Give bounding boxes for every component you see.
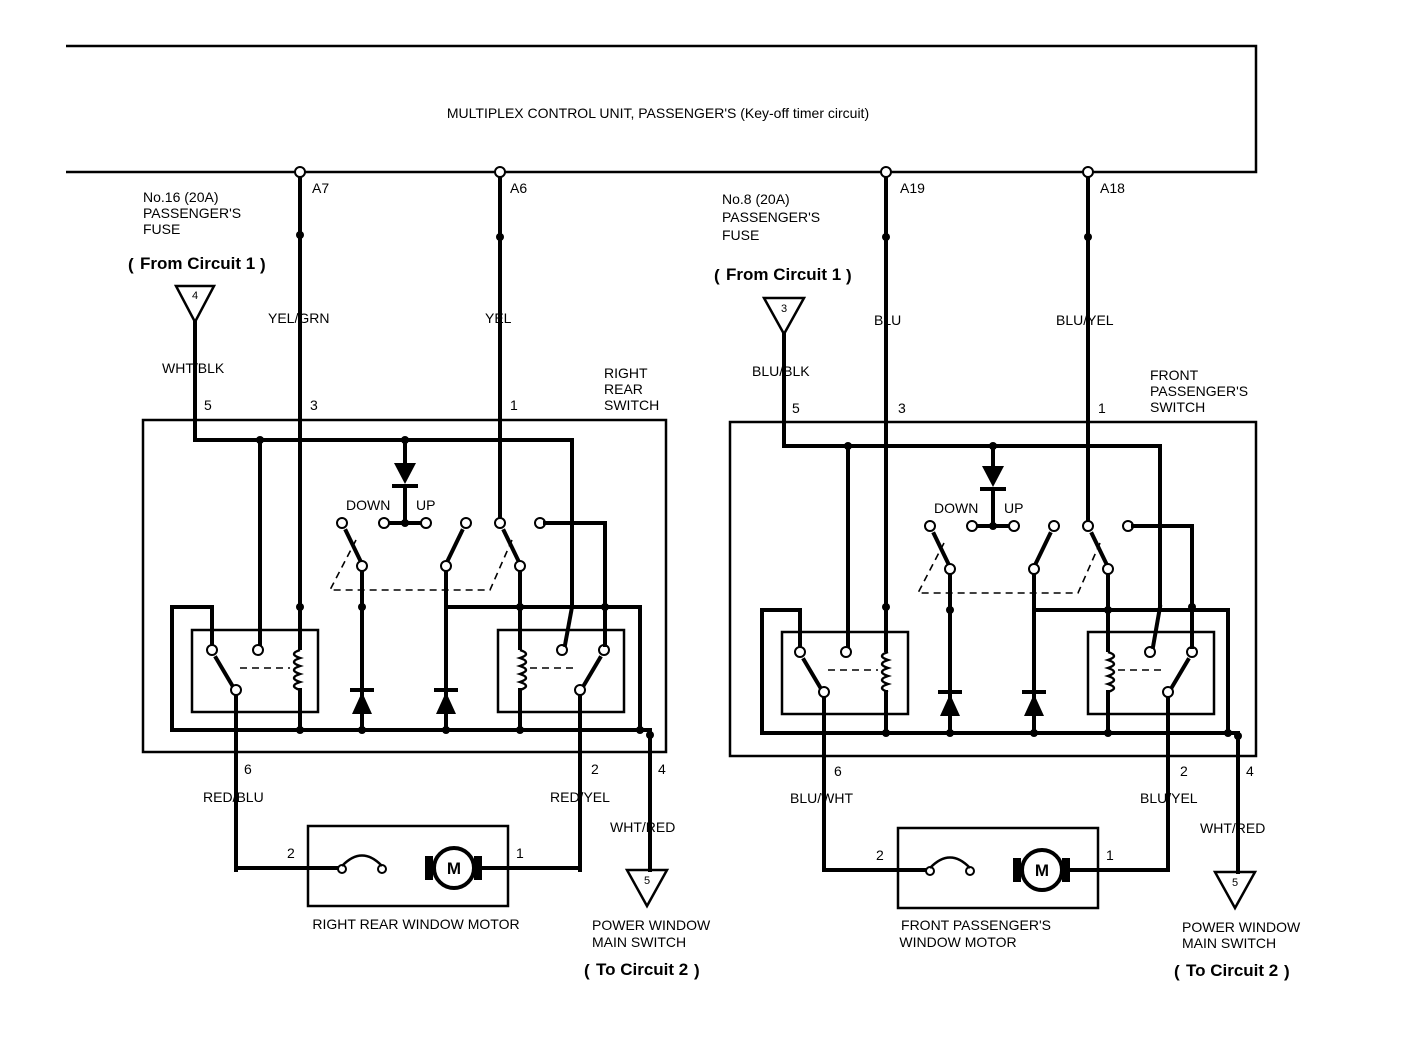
from-circuit-text: From Circuit 1 bbox=[726, 265, 841, 284]
terminal-a18: A18 bbox=[1100, 180, 1125, 196]
terminal-a7-pin bbox=[294, 166, 306, 178]
fuse-connector-triangle bbox=[761, 296, 807, 337]
fuse-label: FUSE bbox=[722, 227, 759, 243]
terminal-a19-pin bbox=[880, 166, 892, 178]
window-motor-box bbox=[896, 826, 1100, 910]
dest-line-2: MAIN SWITCH bbox=[1182, 935, 1276, 951]
pin-2: 2 bbox=[591, 761, 599, 777]
fuse-connector-number: 4 bbox=[192, 290, 198, 302]
relay-left bbox=[190, 628, 320, 714]
pin-1: 1 bbox=[1098, 400, 1106, 416]
motor-pin-1: 1 bbox=[516, 845, 524, 861]
relay-left bbox=[780, 630, 910, 716]
switch-label-1: FRONT bbox=[1150, 367, 1199, 383]
pin-5: 5 bbox=[792, 400, 800, 416]
switch-label-3: SWITCH bbox=[604, 397, 659, 413]
motor-pin-2: 2 bbox=[876, 847, 884, 863]
wire-color-term4: WHT/RED bbox=[1200, 820, 1265, 836]
from-paren-open: ( bbox=[128, 255, 134, 274]
to-circuit-text: To Circuit 2 bbox=[1186, 961, 1278, 980]
window-motor-box bbox=[306, 824, 510, 908]
switch-label-1: RIGHT bbox=[604, 365, 648, 381]
terminal-a18-pin bbox=[1082, 166, 1094, 178]
fuse-rating: No.8 (20A) bbox=[722, 191, 790, 207]
dest-line-2: MAIN SWITCH bbox=[592, 934, 686, 950]
down-label: DOWN bbox=[346, 497, 390, 513]
switch-label-2: PASSENGER'S bbox=[1150, 383, 1248, 399]
wire-color-term6: BLU/WHT bbox=[790, 790, 853, 806]
motor-icon bbox=[432, 846, 476, 890]
control-unit-title: MULTIPLEX CONTROL UNIT, PASSENGER'S (Key… bbox=[447, 105, 869, 121]
dest-connector-triangle bbox=[624, 868, 670, 909]
motor-symbol: M bbox=[447, 859, 461, 878]
switch-label-2: REAR bbox=[604, 381, 643, 397]
relay-right bbox=[496, 628, 626, 714]
motor-symbol: M bbox=[1035, 861, 1049, 880]
wire-color-term1: YEL bbox=[485, 310, 512, 326]
wire-color-term1: BLU/YEL bbox=[1056, 312, 1114, 328]
down-label: DOWN bbox=[934, 500, 978, 516]
motor-pin-2: 2 bbox=[287, 845, 295, 861]
switch-label-3: SWITCH bbox=[1150, 399, 1205, 415]
wire-color-term2: BLU/YEL bbox=[1140, 790, 1198, 806]
terminal-a6-pin bbox=[494, 166, 506, 178]
fuse-name: PASSENGER'S bbox=[722, 209, 820, 225]
pin-6: 6 bbox=[244, 761, 252, 777]
to-paren-close: ) bbox=[694, 961, 700, 980]
wire-color-term3: BLU bbox=[874, 312, 901, 328]
pin-4: 4 bbox=[658, 761, 666, 777]
dest-connector-number: 5 bbox=[1232, 877, 1238, 889]
from-paren-open: ( bbox=[714, 266, 720, 285]
motor-label-2: WINDOW MOTOR bbox=[899, 934, 1016, 950]
pin-5: 5 bbox=[204, 397, 212, 413]
motor-label: FRONT PASSENGER'S bbox=[901, 917, 1051, 933]
pin-6: 6 bbox=[834, 763, 842, 779]
front-passenger-circuit: No.8 (20A) PASSENGER'S FUSE ( From Circu… bbox=[714, 166, 1301, 981]
wire-color-term3: YEL/GRN bbox=[268, 310, 329, 326]
pin-1: 1 bbox=[510, 397, 518, 413]
fuse-connector-triangle bbox=[173, 284, 217, 325]
motor-label: RIGHT REAR WINDOW MOTOR bbox=[312, 916, 519, 932]
from-circuit-text: From Circuit 1 bbox=[140, 254, 255, 273]
dest-connector-triangle bbox=[1212, 870, 1258, 911]
wire-color-fuse: BLU/BLK bbox=[752, 363, 810, 379]
pin-3: 3 bbox=[898, 400, 906, 416]
dest-line-1: POWER WINDOW bbox=[592, 917, 711, 933]
up-label: UP bbox=[1004, 500, 1023, 516]
pin-3: 3 bbox=[310, 397, 318, 413]
wire-color-term4: WHT/RED bbox=[610, 819, 675, 835]
fuse-name: PASSENGER'S bbox=[143, 205, 241, 221]
multiplex-control-unit: MULTIPLEX CONTROL UNIT, PASSENGER'S (Key… bbox=[66, 44, 1258, 196]
pin-4: 4 bbox=[1246, 763, 1254, 779]
from-paren-close: ) bbox=[846, 266, 852, 285]
pin-2: 2 bbox=[1180, 763, 1188, 779]
dest-connector-number: 5 bbox=[644, 875, 650, 887]
fuse-rating: No.16 (20A) bbox=[143, 189, 218, 205]
wire-color-fuse: WHT/BLK bbox=[162, 360, 225, 376]
fuse-connector-number: 3 bbox=[781, 303, 787, 315]
to-paren-close: ) bbox=[1284, 962, 1290, 981]
switch-housing bbox=[728, 420, 1258, 758]
wire-color-term6: RED/BLU bbox=[203, 789, 264, 805]
dest-line-1: POWER WINDOW bbox=[1182, 919, 1301, 935]
terminal-a7: A7 bbox=[312, 180, 329, 196]
right-rear-circuit: No.16 (20A) PASSENGER'S FUSE ( From Circ… bbox=[128, 166, 711, 980]
to-circuit-text: To Circuit 2 bbox=[596, 960, 688, 979]
motor-pin-1: 1 bbox=[1106, 847, 1114, 863]
to-paren-open: ( bbox=[584, 961, 590, 980]
terminal-a6: A6 bbox=[510, 180, 527, 196]
up-label: UP bbox=[416, 497, 435, 513]
motor-icon bbox=[1020, 848, 1064, 892]
switch-housing bbox=[141, 418, 668, 754]
fuse-label: FUSE bbox=[143, 221, 180, 237]
to-paren-open: ( bbox=[1174, 962, 1180, 981]
from-paren-close: ) bbox=[260, 255, 266, 274]
terminal-a19: A19 bbox=[900, 180, 925, 196]
relay-right bbox=[1086, 630, 1216, 716]
wire-color-term2: RED/YEL bbox=[550, 789, 610, 805]
